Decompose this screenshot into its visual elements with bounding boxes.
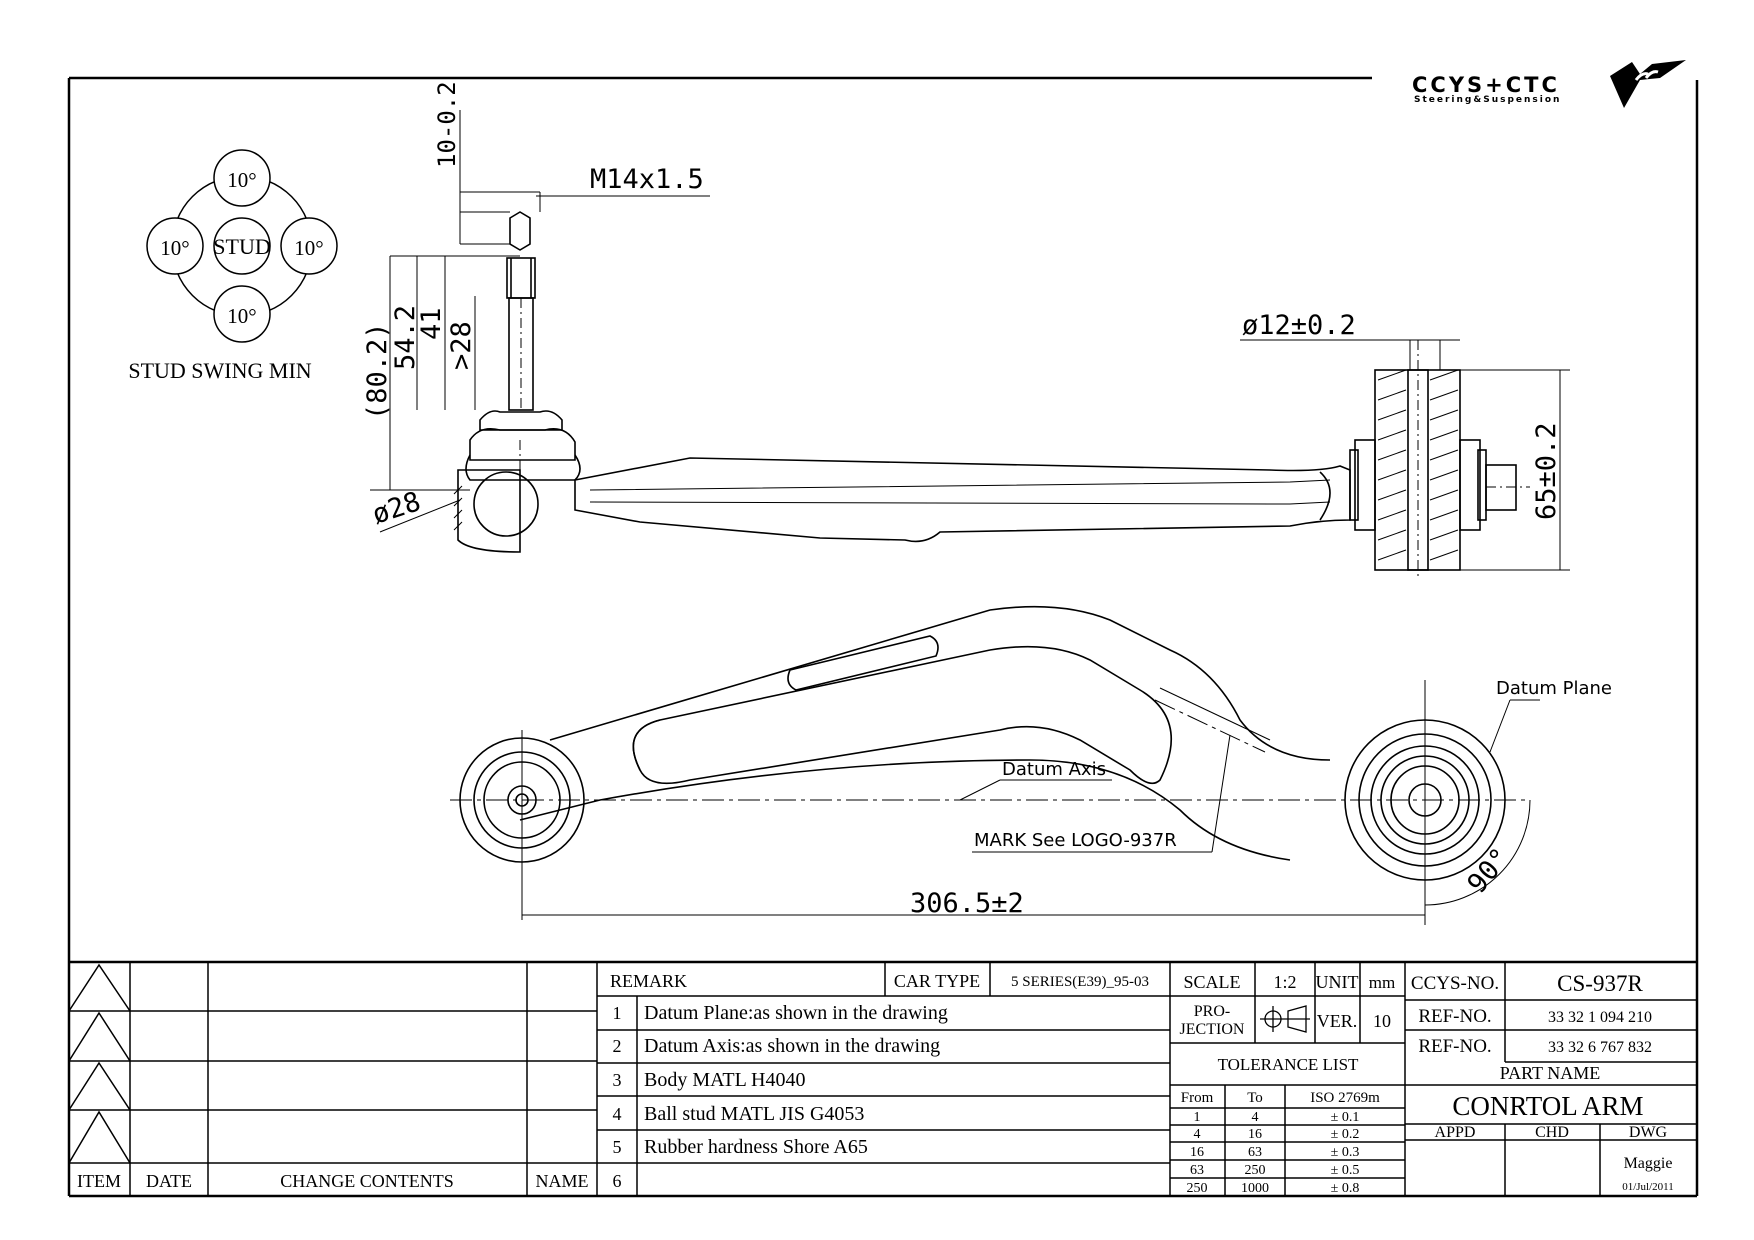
ccys-no-label: CCYS-NO. [1411, 973, 1499, 994]
frame [67, 76, 1699, 1198]
tol-row-3-iso: ± 0.3 [1331, 1145, 1360, 1160]
dim-thread: M14x1.5 [590, 164, 704, 195]
unit-value: mm [1369, 973, 1395, 992]
remark-text-5: Rubber hardness Shore A65 [644, 1136, 868, 1158]
tol-row-3-to: 63 [1248, 1145, 1262, 1160]
remark-text-2: Datum Axis:as shown in the drawing [644, 1035, 940, 1057]
tol-row-3-from: 16 [1190, 1145, 1204, 1160]
swing-center-label: STUD [213, 234, 270, 259]
ver-label: VER. [1317, 1011, 1358, 1031]
projection-label-1: PRO- [1194, 1003, 1230, 1020]
remark-text-3: Body MATL H4040 [644, 1069, 805, 1091]
note-datum-plane: Datum Plane [1496, 678, 1612, 699]
dwg-label: DWG [1629, 1124, 1668, 1141]
tol-row-5-iso: ± 0.8 [1331, 1181, 1360, 1196]
remark-title: REMARK [610, 971, 687, 991]
swing-bottom-value: 10° [227, 304, 256, 328]
spec-block [1170, 962, 1406, 1196]
tol-row-4-iso: ± 0.5 [1331, 1163, 1360, 1178]
axis-lines [450, 680, 1540, 925]
part-name-label: PART NAME [1500, 1063, 1600, 1083]
swing-caption: STUD SWING MIN [128, 358, 311, 383]
rev-change-header: CHANGE CONTENTS [280, 1171, 454, 1191]
tol-row-2-to: 16 [1248, 1127, 1262, 1142]
remark-n-4: 4 [613, 1104, 622, 1124]
dim-stud-top: 10-0.2 [433, 81, 461, 168]
tolerance-title: TOLERANCE LIST [1218, 1055, 1359, 1074]
dim-length: 306.5±2 [910, 888, 1024, 919]
scale-value: 1:2 [1273, 972, 1296, 992]
swing-left-value: 10° [160, 236, 189, 260]
remark-n-6: 6 [613, 1171, 622, 1191]
ref-no-value-1: 33 32 1 094 210 [1548, 1009, 1652, 1026]
arm-side-view [453, 211, 1530, 580]
projection-label-2: JECTION [1180, 1021, 1245, 1038]
dim-80: (80.2) [362, 322, 393, 420]
remark-n-5: 5 [613, 1137, 622, 1157]
scale-label: SCALE [1183, 972, 1240, 992]
part-name-value: CONRTOL ARM [1452, 1091, 1643, 1121]
ref-no-label-1: REF-NO. [1418, 1006, 1491, 1027]
tol-row-4-from: 63 [1190, 1163, 1204, 1178]
company-logo: CCYS+CTC Steering&Suspension [1412, 60, 1686, 108]
remark-n-1: 1 [613, 1003, 622, 1023]
tol-row-5-to: 1000 [1241, 1181, 1269, 1196]
dim-54: 54.2 [390, 305, 421, 370]
car-type-label: CAR TYPE [894, 971, 980, 991]
dim-bush-bore: ø12±0.2 [1242, 310, 1356, 341]
remark-n-3: 3 [613, 1070, 622, 1090]
car-type-value: 5 SERIES(E39)_95-03 [1011, 974, 1149, 990]
drawing-date: 01/Jul/2011 [1622, 1181, 1674, 1193]
tol-header-to: To [1247, 1090, 1263, 1106]
ref-no-value-2: 33 32 6 767 832 [1548, 1039, 1652, 1056]
tol-row-1-iso: ± 0.1 [1331, 1110, 1360, 1125]
revision-block [68, 962, 598, 1196]
stud-swing-diagram [146, 149, 338, 343]
rev-date-header: DATE [146, 1171, 192, 1191]
logo-tagline: Steering&Suspension [1414, 95, 1561, 105]
logo-emblem-icon [1610, 60, 1686, 108]
rev-name-header: NAME [536, 1171, 589, 1191]
tol-row-1-from: 1 [1194, 1110, 1201, 1125]
rev-item-header: ITEM [77, 1171, 121, 1191]
remark-block [597, 962, 1171, 1196]
tol-row-2-from: 4 [1194, 1127, 1201, 1142]
drawn-by: Maggie [1624, 1155, 1673, 1172]
remark-text-1: Datum Plane:as shown in the drawing [644, 1002, 948, 1024]
remark-n-2: 2 [613, 1036, 622, 1056]
ref-no-label-2: REF-NO. [1418, 1036, 1491, 1057]
tol-row-4-to: 250 [1245, 1163, 1266, 1178]
chd-label: CHD [1535, 1124, 1569, 1141]
tol-header-from: From [1181, 1090, 1214, 1106]
unit-label: UNIT [1316, 972, 1359, 992]
swing-top-value: 10° [227, 168, 256, 192]
tol-row-5-from: 250 [1187, 1181, 1208, 1196]
note-mark: MARK See LOGO-937R [974, 830, 1177, 851]
dim-41: 41 [416, 307, 447, 340]
tol-header-iso: ISO 2769m [1310, 1090, 1380, 1106]
swing-right-value: 10° [294, 236, 323, 260]
ccys-no-value: CS-937R [1557, 971, 1643, 996]
ver-value: 10 [1373, 1011, 1391, 1031]
dimension-lines-top [370, 110, 1570, 571]
title-block [1405, 962, 1697, 1196]
appd-label: APPD [1435, 1124, 1476, 1141]
tol-row-2-iso: ± 0.2 [1331, 1127, 1360, 1142]
dim-28: >28 [446, 321, 477, 370]
dim-bush-width: 65±0.2 [1531, 422, 1562, 520]
remark-text-4: Ball stud MATL JIS G4053 [644, 1103, 864, 1125]
tol-row-1-to: 4 [1252, 1110, 1259, 1125]
note-datum-axis: Datum Axis [1002, 759, 1106, 780]
logo-text: CCYS+CTC [1412, 73, 1560, 97]
projection-symbol-icon [1260, 1005, 1310, 1033]
